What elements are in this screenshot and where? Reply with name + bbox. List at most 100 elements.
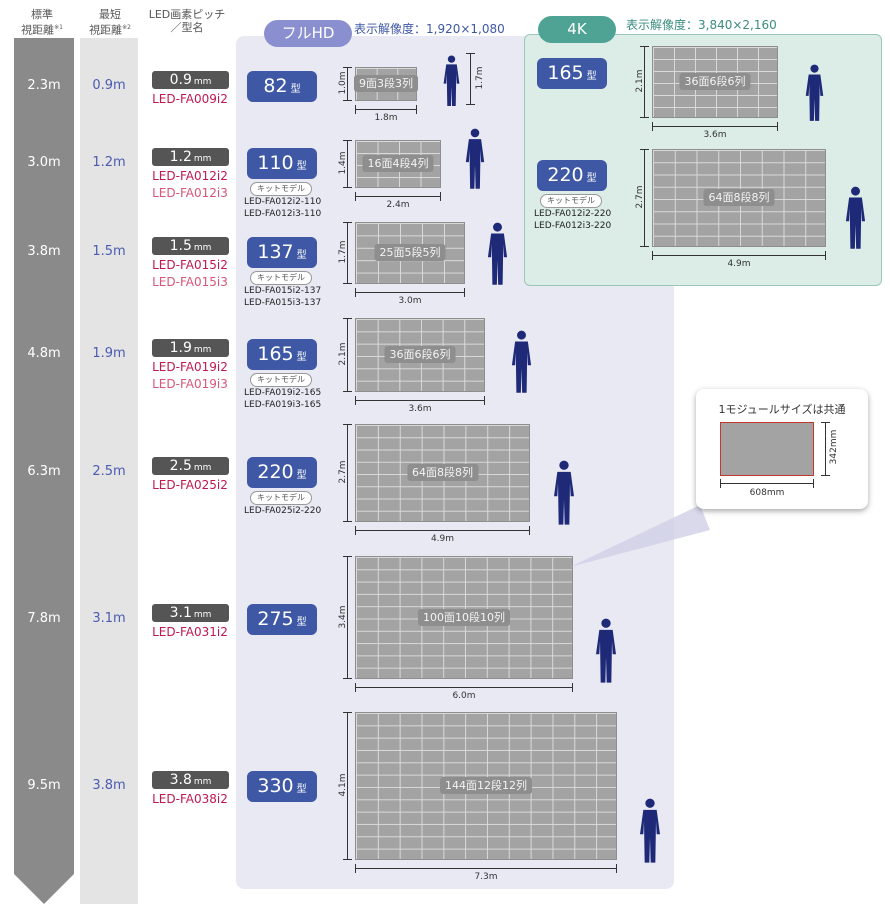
- row-6-model-name: LED-FA038i2: [152, 792, 228, 806]
- row-2-person-icon: [487, 222, 508, 285]
- row-1-kit-model: LED-FA012i2-110: [244, 197, 322, 207]
- module-height-line: [821, 422, 830, 476]
- row-2-model-name: LED-FA015i3: [152, 275, 228, 289]
- row-1-kit-model: LED-FA012i3-110: [244, 209, 322, 219]
- k4-row-0-grid-label: 36面6段6列: [679, 73, 751, 90]
- row-5-width: 6.0m: [452, 691, 476, 701]
- row-2-height: 1.7m: [338, 240, 348, 264]
- row-4-kit-model: LED-FA025i2-220: [244, 506, 322, 516]
- row-6-width: 7.3m: [474, 872, 498, 882]
- row-1-standard-distance: 3.0m: [27, 155, 61, 170]
- row-4-width-line: [355, 526, 530, 535]
- k4-row-1-grid-label: 64面8段8列: [703, 189, 775, 206]
- row-2-standard-distance: 3.8m: [27, 244, 61, 259]
- row-0-standard-distance: 2.3m: [27, 78, 61, 93]
- row-5-height-line: [343, 556, 352, 679]
- row-2-min-distance: 1.5m: [92, 244, 126, 259]
- row-6-standard-distance: 9.5m: [27, 778, 61, 793]
- row-0-min-distance: 0.9m: [92, 78, 126, 93]
- k4-row-1-width: 4.9m: [727, 259, 751, 269]
- module-width: 608mm: [749, 488, 785, 498]
- row-6-grid-label: 144面12段12列: [440, 777, 532, 794]
- row-3-grid-label: 36面6段6列: [384, 346, 456, 363]
- row-1-model-name: LED-FA012i3: [152, 186, 228, 200]
- row-3-kit-model: LED-FA019i3-165: [244, 400, 322, 410]
- row-3-model-name: LED-FA019i2: [152, 360, 228, 374]
- module-size-callout: 1モジュールサイズは共通 342mm 608mm: [696, 389, 868, 509]
- header-min-distance: 最短 視距離※2: [89, 8, 131, 37]
- row-3-person-icon: [511, 330, 532, 393]
- row-2-height-line: [343, 222, 352, 284]
- row-2-width: 3.0m: [398, 296, 422, 306]
- k4-row-1-width-line: [652, 251, 826, 260]
- row-1-person-icon: [465, 128, 485, 189]
- row-5-standard-distance: 7.8m: [27, 611, 61, 626]
- module-rectangle: [720, 422, 814, 476]
- row-1-width: 2.4m: [386, 200, 410, 210]
- row-3-width: 3.6m: [408, 404, 432, 414]
- fullhd-tab: フルHD: [264, 20, 352, 47]
- row-3-kit-badge: キットモデル: [250, 373, 312, 387]
- k4-row-1-kit-badge: キットモデル: [540, 194, 602, 208]
- row-2-kit-model: LED-FA015i3-137: [244, 298, 322, 308]
- row-5-height: 3.4m: [338, 604, 348, 629]
- row-6-person-icon: [640, 798, 660, 863]
- row-0-width-line: [355, 105, 417, 114]
- row-4-min-distance: 2.5m: [92, 464, 126, 479]
- row-6-min-distance: 3.8m: [92, 778, 126, 793]
- row-5-width-line: [355, 683, 573, 692]
- row-3-height: 2.1m: [338, 342, 348, 366]
- row-4-kit-badge: キットモデル: [250, 491, 312, 505]
- 4k-tab: 4K: [538, 16, 616, 43]
- module-height: 342mm: [829, 429, 839, 465]
- row-1-height-line: [343, 140, 352, 188]
- row-3-standard-distance: 4.8m: [27, 346, 61, 361]
- row-4-model-name: LED-FA025i2: [152, 478, 228, 492]
- k4-row-1-kit-model: LED-FA012i3-220: [534, 221, 612, 231]
- row-1-model-name: LED-FA012i2: [152, 169, 228, 183]
- k4-row-0-height: 2.1m: [635, 69, 645, 93]
- row-6-height: 4.1m: [338, 773, 348, 797]
- standard-distance-arrow: [14, 38, 74, 904]
- row-1-height: 1.4m: [338, 151, 348, 175]
- row-3-min-distance: 1.9m: [92, 346, 126, 361]
- row-2-width-line: [355, 288, 465, 297]
- header-standard-distance: 標準 視距離※1: [21, 8, 63, 37]
- k4-row-0-height-line: [640, 46, 649, 118]
- row-5-min-distance: 3.1m: [92, 611, 126, 626]
- fullhd-resolution: 表示解像度：1,920×1,080: [354, 22, 505, 36]
- row-0-person-height: 1.7m: [475, 66, 485, 90]
- k4-row-1-kit-model: LED-FA012i2-220: [534, 209, 612, 219]
- header-pitch-model: LED画素ピッチ ／型名: [148, 8, 226, 34]
- row-6-height-line: [343, 712, 352, 860]
- min-distance-arrow: [80, 38, 138, 904]
- row-4-height: 2.7m: [338, 460, 348, 484]
- k4-row-0-width-line: [652, 122, 778, 131]
- 4k-resolution: 表示解像度：3,840×2,160: [626, 18, 777, 32]
- row-2-model-name: LED-FA015i2: [152, 258, 228, 272]
- row-2-kit-model: LED-FA015i2-137: [244, 286, 322, 296]
- k4-row-1-height: 2.7m: [635, 185, 645, 209]
- row-3-model-name: LED-FA019i3: [152, 377, 228, 391]
- k4-row-1-person-icon: [845, 186, 866, 249]
- row-3-width-line: [355, 396, 485, 405]
- row-2-kit-badge: キットモデル: [250, 271, 312, 285]
- row-3-kit-model: LED-FA019i2-165: [244, 388, 322, 398]
- k4-row-0-width: 3.6m: [703, 130, 727, 140]
- row-1-grid-label: 16面4段4列: [362, 155, 434, 172]
- row-5-grid-label: 100面10段10列: [418, 608, 510, 626]
- row-3-height-line: [343, 318, 352, 392]
